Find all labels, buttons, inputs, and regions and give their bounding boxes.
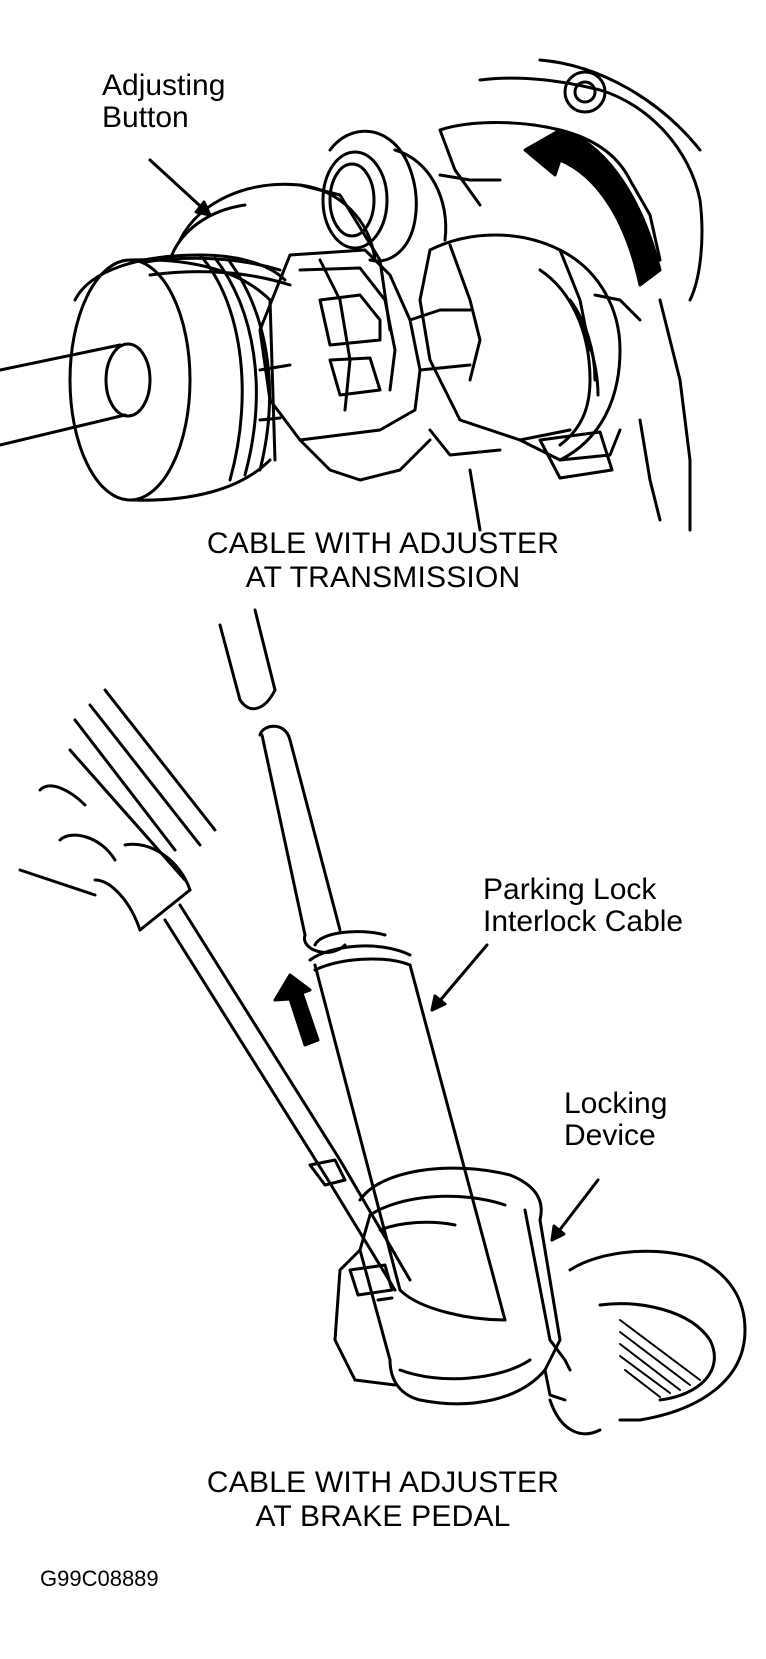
- cable-collar: [258, 248, 472, 482]
- brake-pedal-bracket: [548, 1249, 747, 1436]
- adjusting-button-leader: [148, 158, 212, 217]
- caption-transmission-line2: AT TRANSMISSION: [245, 561, 521, 594]
- parking-lock-cable: [218, 608, 507, 1322]
- cable-conduit-top: [0, 342, 292, 447]
- locking-device-label: Locking Device: [564, 1088, 667, 1152]
- caption-transmission-line1: CABLE WITH ADJUSTER: [206, 527, 560, 560]
- caption-brake-pedal-line2: AT BRAKE PEDAL: [255, 1500, 511, 1533]
- locking-device-clip: [333, 1166, 572, 1406]
- clip-body: [418, 233, 642, 462]
- adjusting-button-label-line1: Adjusting: [102, 69, 226, 102]
- locking-device-label-line2: Device: [564, 1119, 656, 1152]
- rotation-arrow: [523, 128, 662, 287]
- parking-lock-cable-label: Parking Lock Interlock Cable: [483, 874, 683, 938]
- parking-lock-cable-label-line2: Interlock Cable: [483, 905, 684, 938]
- push-arrow: [273, 973, 320, 1047]
- screwdriver: [18, 688, 412, 1292]
- adjusting-button-label: Adjusting Button: [102, 70, 225, 134]
- locking-device-label-line1: Locking: [564, 1087, 668, 1120]
- parking-lock-cable-label-line1: Parking Lock: [483, 873, 657, 906]
- cable-end-cap: [68, 253, 292, 502]
- parking-lock-cable-leader: [430, 943, 489, 1012]
- caption-transmission: CABLE WITH ADJUSTER AT TRANSMISSION: [0, 527, 766, 595]
- figure-id: G99C08889: [40, 1566, 159, 1591]
- caption-brake-pedal: CABLE WITH ADJUSTER AT BRAKE PEDAL: [0, 1466, 766, 1534]
- adjuster-nut: [321, 129, 502, 263]
- locking-device-leader: [550, 1178, 600, 1242]
- adjusting-button-label-line2: Button: [102, 101, 189, 134]
- caption-brake-pedal-line1: CABLE WITH ADJUSTER: [206, 1466, 560, 1499]
